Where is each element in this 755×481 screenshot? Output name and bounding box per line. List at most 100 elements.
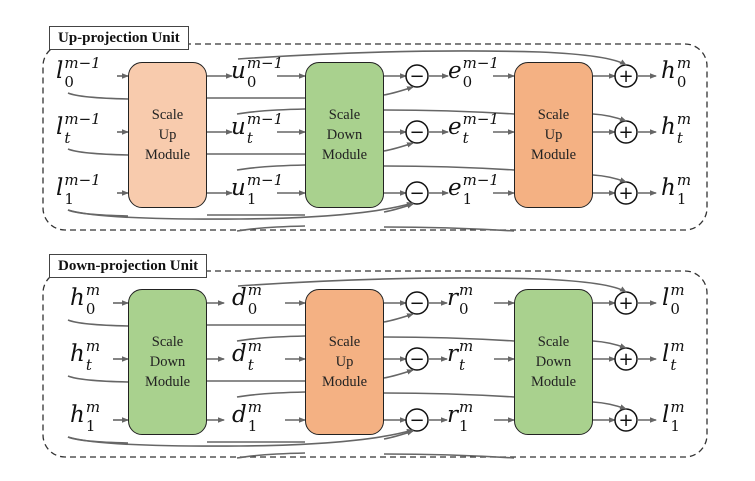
up-subtract-node-1: − — [405, 181, 429, 205]
up-subtract-symbol-0: − — [409, 66, 424, 87]
down-input-var-0-superscript: m — [85, 281, 101, 299]
down-long-skip-top — [237, 277, 627, 293]
up-add-symbol-0: + — [618, 66, 633, 87]
down-subtract-node-0: − — [405, 291, 429, 315]
down-mid2-var-0-superscript: m — [459, 281, 474, 299]
up-input-var-t-subscript: t — [64, 129, 71, 147]
up-projection-unit-label: Up-projection Unit — [49, 26, 189, 50]
up-mid2-var-1-subscript: 1 — [462, 190, 473, 208]
up-subtract-symbol-1: − — [409, 183, 424, 204]
down-module-2-label-line: Module — [321, 374, 368, 390]
down-mid2-var-t-subscript: t — [459, 356, 466, 374]
down-subtract-node-t: − — [405, 347, 429, 371]
down-output-var-t-superscript: m — [670, 337, 685, 355]
up-output-var-t-subscript: t — [676, 129, 683, 147]
down-subtract-symbol-t: − — [409, 349, 424, 370]
down-module-1-label-line: Down — [149, 354, 186, 370]
down-add-symbol-1: + — [618, 410, 633, 431]
down-input-var-1-superscript: m — [85, 398, 101, 416]
up-input-var-t-superscript: m−1 — [64, 110, 101, 128]
down-output-var-0-superscript: m — [670, 281, 685, 299]
up-output-var-1-subscript: 1 — [676, 190, 687, 208]
up-mid2-var-t-superscript: m−1 — [462, 110, 499, 128]
down-mid1-var-t-subscript: t — [247, 356, 254, 374]
up-mid2-var-1-superscript: m−1 — [462, 171, 499, 189]
down-subtract-symbol-0: − — [409, 293, 424, 314]
up-input-bypass-1 — [236, 225, 306, 232]
down-output-var-1-superscript: m — [670, 398, 685, 416]
up-carry-mod2-mod3-1 — [383, 226, 515, 232]
down-unit-border — [42, 270, 708, 458]
up-input-var-1-superscript: m−1 — [64, 171, 101, 189]
up-module-1-label-line: Module — [144, 147, 191, 163]
up-long-skip-bottom — [67, 202, 414, 220]
up-unit-border — [42, 43, 708, 231]
down-input-var-t-superscript: m — [85, 337, 101, 355]
down-carry-to-add-t — [592, 340, 627, 349]
up-module-2-label-line: Scale — [328, 107, 361, 123]
up-input-var-0-superscript: m−1 — [64, 54, 101, 72]
down-module-1-label-line: Module — [144, 374, 191, 390]
up-module-1-label-line: Scale — [151, 107, 184, 123]
down-mid2-var-1-superscript: m — [459, 398, 474, 416]
down-module-3-label-line: Down — [535, 354, 572, 370]
up-input-var-1-subscript: 1 — [64, 190, 74, 208]
down-input-var-0-subscript: 0 — [85, 300, 96, 318]
up-carry-mod2-mod3-0 — [383, 109, 515, 115]
up-module-2-label-line: Module — [321, 147, 368, 163]
up-skip-to-subtract-0 — [383, 86, 414, 96]
down-input-bypass-t — [236, 391, 306, 398]
up-mid1-var-0-superscript: m−1 — [246, 54, 284, 72]
up-output-var-t-superscript: m — [676, 110, 692, 128]
up-mid1-var-t-subscript: t — [246, 129, 253, 147]
up-output-var-0-subscript: 0 — [676, 73, 687, 91]
down-add-node-t: + — [614, 347, 638, 371]
up-mid1-var-t-superscript: m−1 — [246, 110, 284, 128]
up-input-skip-0 — [67, 92, 129, 100]
down-input-skip-0 — [67, 319, 129, 327]
down-output-var-1-subscript: 1 — [670, 417, 680, 435]
down-projection-unit-label: Down-projection Unit — [49, 254, 208, 278]
down-mid1-var-0-superscript: m — [247, 281, 262, 299]
down-carry-to-add-1 — [592, 401, 627, 410]
up-add-symbol-t: + — [618, 122, 633, 143]
down-carry-mod2-mod3-t — [383, 392, 515, 398]
down-subtract-symbol-1: − — [409, 410, 424, 431]
down-long-skip-bottom — [67, 429, 414, 447]
up-carry-mod2-mod3-t — [383, 165, 515, 171]
up-mid2-var-0-superscript: m−1 — [462, 54, 499, 72]
up-add-node-0: + — [614, 64, 638, 88]
down-add-symbol-0: + — [618, 293, 633, 314]
up-module-2-label-line: Down — [326, 127, 363, 143]
down-mid2-var-1-subscript: 1 — [459, 417, 469, 435]
up-input-bypass-t — [236, 164, 306, 171]
up-long-skip-top — [237, 50, 627, 66]
down-add-node-0: + — [614, 291, 638, 315]
